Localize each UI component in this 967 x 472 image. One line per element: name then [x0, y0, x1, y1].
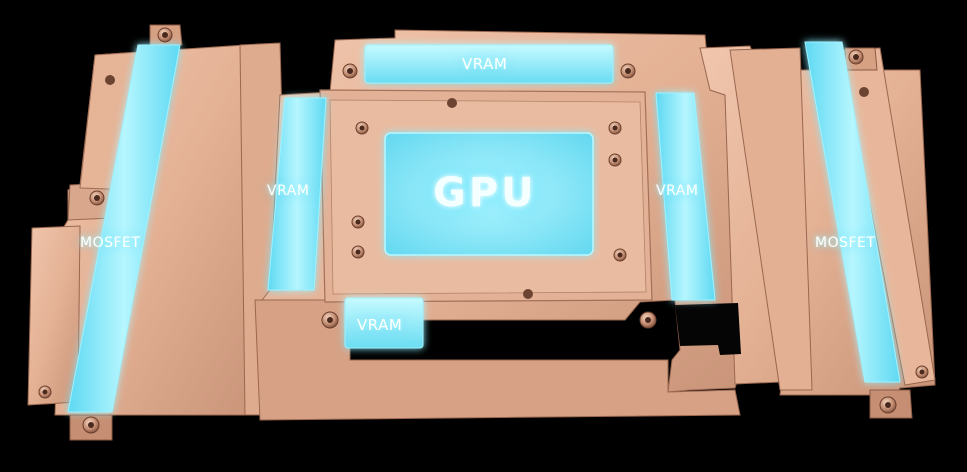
thermal-pad-vram-bottom	[344, 297, 424, 349]
thermal-pad-mosfet-left	[67, 44, 181, 413]
mosfet-right-label: MOSFET	[815, 235, 876, 251]
thermal-pad-gpu	[384, 132, 594, 256]
vram-bottom-label: VRAM	[357, 316, 403, 334]
thermal-pad-vram-right	[655, 92, 716, 301]
thermal-pad-mosfet-right	[804, 41, 901, 383]
screw-holes	[38, 27, 929, 434]
vram-right-label: VRAM	[656, 183, 699, 199]
vram-top-label: VRAM	[462, 55, 508, 73]
gpu-label: GPU	[433, 170, 537, 216]
vram-left-label: VRAM	[267, 183, 310, 199]
thermal-pad-vram-top	[364, 44, 614, 84]
thermal-pad-vram-left	[267, 97, 327, 291]
mosfet-left-label: MOSFET	[80, 235, 141, 251]
